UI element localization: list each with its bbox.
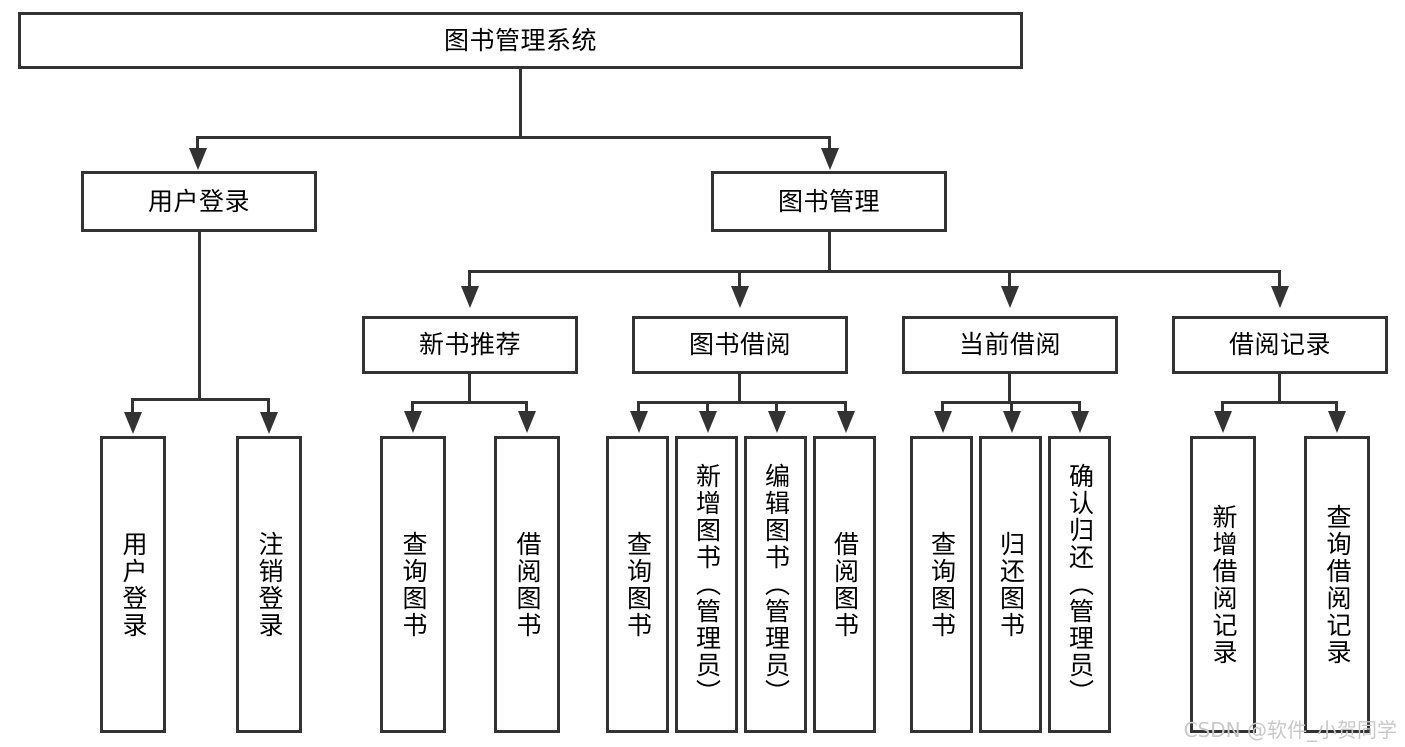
connector-user-login-to-leaf-1 bbox=[267, 398, 270, 416]
node-current-borrow[interactable]: 当前借阅 bbox=[902, 316, 1118, 374]
node-label: 用户登录 bbox=[147, 186, 250, 216]
arrow-new-book-to-leaf-0 bbox=[404, 411, 422, 433]
leaf-current-borrow-confirm-return[interactable]: 确认归还（管理员） bbox=[1048, 436, 1111, 733]
node-label: 借阅记录 bbox=[1228, 330, 1331, 360]
node-borrow-record[interactable]: 借阅记录 bbox=[1172, 316, 1388, 374]
connector-new-book-bus bbox=[411, 401, 528, 404]
connector-user-login-to-leaf-0 bbox=[131, 398, 134, 416]
node-label: 归还图书 bbox=[996, 530, 1026, 639]
node-label: 新增图书（管理员） bbox=[692, 463, 722, 706]
arrow-root-to-user-login bbox=[189, 148, 207, 170]
connector-borrow-record-to-leaf-1 bbox=[1335, 401, 1338, 415]
arrow-root-to-book-management bbox=[821, 148, 839, 170]
node-label: 新增借阅记录 bbox=[1209, 503, 1238, 666]
connector-root-stem bbox=[519, 69, 522, 136]
arrow-bm-to-level2-2 bbox=[1001, 286, 1019, 308]
leaf-borrow-record-query[interactable]: 查询借阅记录 bbox=[1304, 436, 1370, 733]
connector-bm-to-level2-3 bbox=[1278, 270, 1281, 288]
leaf-current-borrow-query[interactable]: 查询图书 bbox=[910, 436, 973, 733]
connector-current-borrow-to-leaf-0 bbox=[941, 401, 944, 415]
node-label: 查询图书 bbox=[927, 530, 957, 639]
node-book-management[interactable]: 图书管理 bbox=[711, 171, 947, 232]
node-label: 用户登录 bbox=[119, 530, 148, 639]
connector-root-bus bbox=[196, 136, 831, 139]
connector-book-borrow-stem bbox=[738, 374, 741, 403]
connector-root-to-book-management bbox=[828, 136, 831, 152]
connector-current-borrow-to-leaf-2 bbox=[1078, 401, 1081, 415]
arrow-book-borrow-to-leaf-2 bbox=[768, 411, 786, 433]
node-label: 图书借阅 bbox=[688, 330, 791, 360]
arrow-borrow-record-to-leaf-0 bbox=[1214, 411, 1232, 433]
arrow-user-login-to-leaf-0 bbox=[124, 412, 142, 434]
connector-book-borrow-to-leaf-1 bbox=[706, 401, 709, 415]
leaf-book-borrow-add[interactable]: 新增图书（管理员） bbox=[675, 436, 738, 733]
leaf-current-borrow-return[interactable]: 归还图书 bbox=[979, 436, 1042, 733]
leaf-new-book-borrow[interactable]: 借阅图书 bbox=[494, 436, 560, 733]
connector-current-borrow-stem bbox=[1008, 374, 1011, 403]
leaf-book-borrow-borrow[interactable]: 借阅图书 bbox=[813, 436, 876, 733]
node-label: 借阅图书 bbox=[513, 530, 542, 639]
arrow-new-book-to-leaf-1 bbox=[518, 411, 536, 433]
arrow-bm-to-level2-3 bbox=[1271, 286, 1289, 308]
connector-book-management-bus bbox=[468, 270, 1280, 273]
connector-user-login-stem bbox=[198, 232, 201, 400]
connector-borrow-record-stem bbox=[1278, 374, 1281, 403]
leaf-user-login-login[interactable]: 用户登录 bbox=[100, 436, 166, 733]
node-label: 编辑图书（管理员） bbox=[761, 463, 791, 706]
connector-bm-to-level2-1 bbox=[738, 270, 741, 288]
connector-new-book-stem bbox=[468, 374, 471, 403]
connector-bm-to-level2-0 bbox=[468, 270, 471, 288]
node-label: 查询图书 bbox=[623, 530, 653, 639]
node-book-borrow[interactable]: 图书借阅 bbox=[632, 316, 848, 374]
connector-book-borrow-to-leaf-2 bbox=[775, 401, 778, 415]
node-label: 当前借阅 bbox=[958, 330, 1061, 360]
node-label: 图书管理 bbox=[777, 186, 880, 216]
node-label: 注销登录 bbox=[255, 530, 284, 639]
arrow-current-borrow-to-leaf-1 bbox=[1003, 411, 1021, 433]
arrow-book-borrow-to-leaf-1 bbox=[699, 411, 717, 433]
arrow-book-borrow-to-leaf-3 bbox=[837, 411, 855, 433]
leaf-borrow-record-add[interactable]: 新增借阅记录 bbox=[1190, 436, 1256, 733]
leaf-book-borrow-query[interactable]: 查询图书 bbox=[606, 436, 669, 733]
arrow-current-borrow-to-leaf-0 bbox=[934, 411, 952, 433]
connector-new-book-to-leaf-0 bbox=[411, 401, 414, 415]
connector-root-to-user-login bbox=[196, 136, 199, 152]
connector-new-book-to-leaf-1 bbox=[525, 401, 528, 415]
leaf-user-login-logout[interactable]: 注销登录 bbox=[236, 436, 302, 733]
arrow-user-login-to-leaf-1 bbox=[260, 412, 278, 434]
node-label: 借阅图书 bbox=[830, 530, 860, 639]
connector-book-borrow-bus bbox=[637, 401, 847, 404]
leaf-book-borrow-edit[interactable]: 编辑图书（管理员） bbox=[744, 436, 807, 733]
arrow-book-borrow-to-leaf-0 bbox=[630, 411, 648, 433]
connector-book-borrow-to-leaf-0 bbox=[637, 401, 640, 415]
node-label: 查询图书 bbox=[399, 530, 428, 639]
node-root-book-management-system[interactable]: 图书管理系统 bbox=[18, 12, 1023, 69]
connector-book-management-stem bbox=[828, 232, 831, 272]
connector-borrow-record-bus bbox=[1221, 401, 1338, 404]
arrow-borrow-record-to-leaf-1 bbox=[1328, 411, 1346, 433]
connector-bm-to-level2-2 bbox=[1008, 270, 1011, 288]
node-label: 确认归还（管理员） bbox=[1065, 463, 1095, 706]
arrow-bm-to-level2-1 bbox=[731, 286, 749, 308]
node-label: 新书推荐 bbox=[418, 330, 521, 360]
node-label: 查询借阅记录 bbox=[1323, 503, 1352, 666]
arrow-current-borrow-to-leaf-2 bbox=[1071, 411, 1089, 433]
connector-borrow-record-to-leaf-0 bbox=[1221, 401, 1224, 415]
connector-book-borrow-to-leaf-3 bbox=[844, 401, 847, 415]
connector-current-borrow-to-leaf-1 bbox=[1010, 401, 1013, 415]
node-user-login[interactable]: 用户登录 bbox=[81, 171, 317, 232]
node-label: 图书管理系统 bbox=[443, 25, 597, 55]
leaf-new-book-query[interactable]: 查询图书 bbox=[380, 436, 446, 733]
arrow-bm-to-level2-0 bbox=[461, 286, 479, 308]
node-new-book-recommend[interactable]: 新书推荐 bbox=[362, 316, 578, 374]
connector-user-login-bus bbox=[131, 398, 270, 401]
